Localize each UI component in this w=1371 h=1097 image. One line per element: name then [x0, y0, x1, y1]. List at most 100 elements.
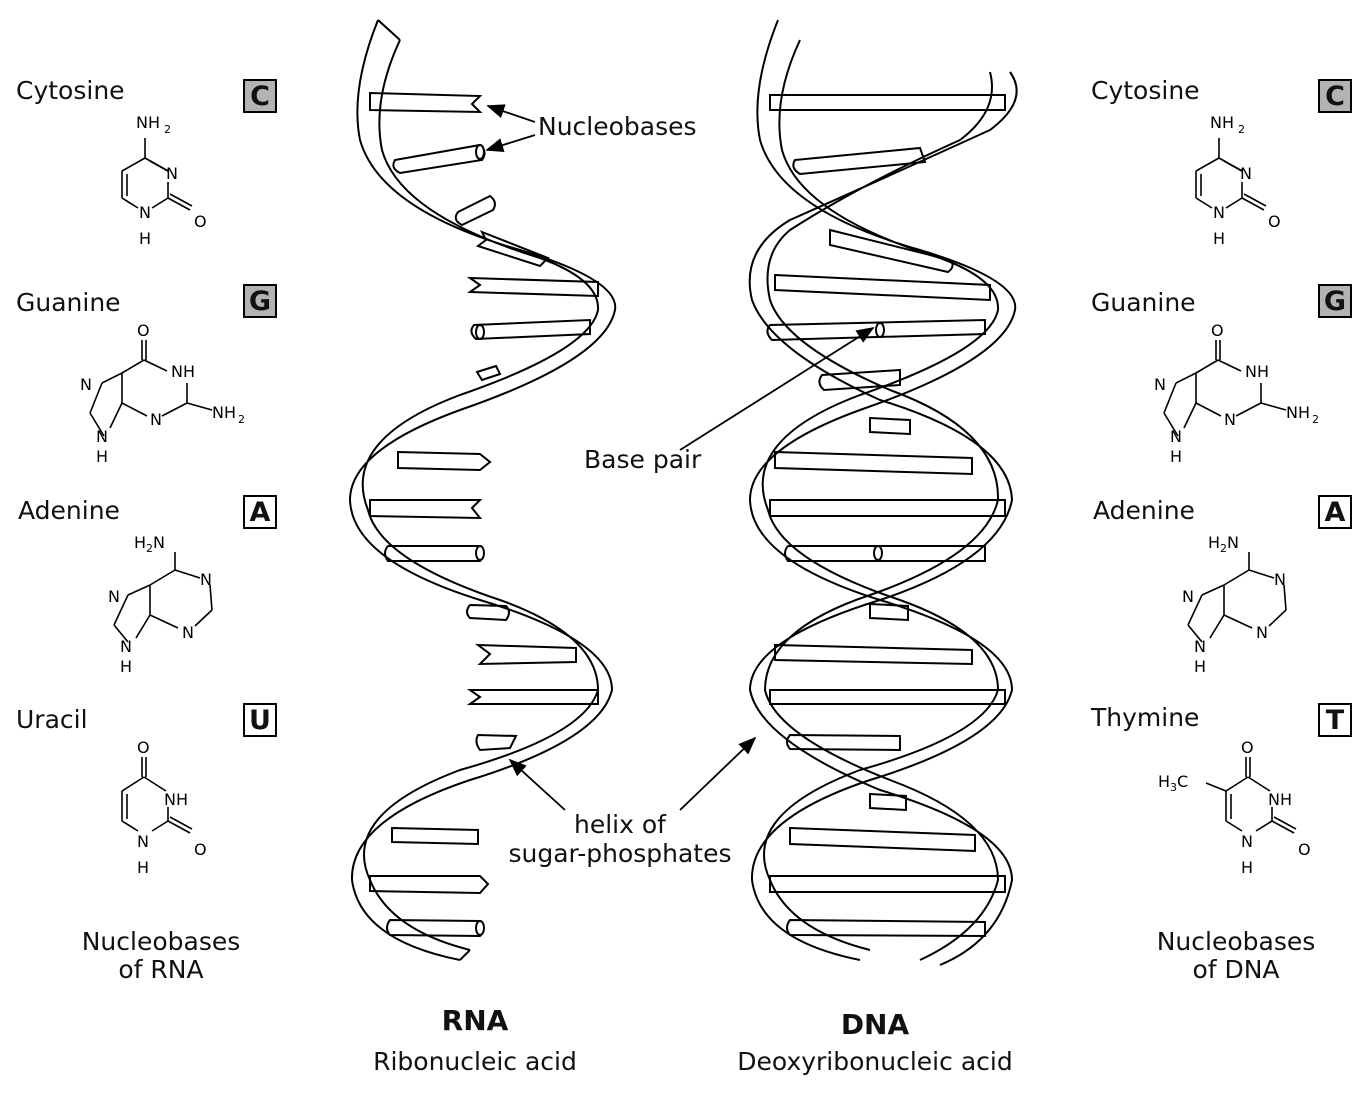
right-cyt-nh2-sub: 2: [1238, 123, 1245, 136]
rna-sugar-phosphate-ribbon: [348, 19, 617, 961]
right-base-name-cytosine: Cytosine: [1091, 76, 1200, 105]
right-gua-h: H: [1170, 447, 1182, 466]
left-base-name-adenine: Adenine: [18, 496, 120, 525]
right-gua-o: O: [1211, 321, 1224, 340]
left-ura-nh: NH: [164, 790, 188, 809]
left-letter-a: A: [249, 496, 271, 528]
right-caption-line1: Nucleobases: [1156, 927, 1316, 956]
left-ura-h: H: [137, 858, 149, 877]
dna-base-pair-rungs: [766, 94, 1006, 938]
right-letter-box-t: T: [1318, 703, 1352, 737]
right-ade-h2n-sub: 2: [1220, 542, 1227, 555]
left-letter-c: C: [250, 80, 270, 112]
left-gua-nh: NH: [171, 362, 195, 381]
base-pair-label: Base pair: [584, 445, 702, 474]
right-cyt-o: O: [1268, 212, 1281, 231]
right-cyt-n1: N: [1213, 203, 1225, 222]
thy-h3c-c: C: [1177, 772, 1188, 791]
left-caption-line1: Nucleobases: [81, 927, 241, 956]
left-caption-line2: of RNA: [118, 955, 204, 984]
nucleobases-arrow-1: [486, 104, 536, 123]
left-uracil-structure: O NH O N H: [121, 738, 207, 877]
right-letter-a: A: [1324, 496, 1346, 528]
right-letter-box-g: G: [1318, 284, 1352, 318]
left-cyt-nh2: NH: [136, 113, 160, 132]
thy-n1: N: [1241, 832, 1253, 851]
nucleobases-label: Nucleobases: [538, 112, 697, 141]
left-letter-box-c: C: [243, 79, 277, 113]
dna-strand-two: [748, 71, 1018, 966]
right-gua-nh2-sub: 2: [1312, 413, 1319, 426]
right-thymine-structure: O H 3 C NH O N H: [1158, 738, 1311, 877]
right-letter-c: C: [1325, 80, 1345, 112]
left-gua-h: H: [96, 447, 108, 466]
left-ade-h2n-n: N: [153, 533, 165, 552]
left-cyt-n: N: [166, 164, 178, 183]
left-adenine-structure: H 2 N N N N N H: [108, 533, 213, 676]
right-gua-n3: N: [1224, 410, 1236, 429]
left-letter-box-u: U: [243, 703, 277, 737]
base-pair-arrow: [679, 327, 875, 451]
rna-nucleobase-rungs: [369, 91, 599, 938]
right-letter-box-a: A: [1318, 495, 1352, 529]
right-ade-h2n-n: N: [1227, 533, 1239, 552]
left-base-name-cytosine: Cytosine: [16, 76, 125, 105]
right-ade-h: H: [1194, 657, 1206, 676]
left-letter-box-a: A: [243, 495, 277, 529]
left-gua-n9: N: [96, 427, 108, 446]
left-ade-h: H: [120, 657, 132, 676]
thy-h3c-h: H: [1158, 772, 1170, 791]
left-ura-o4: O: [137, 738, 150, 757]
helix-label: helix of sugar-phosphates: [500, 810, 740, 868]
left-cyt-h: H: [139, 229, 151, 248]
right-ade-n9: N: [1194, 637, 1206, 656]
left-gua-nh2-sub: 2: [238, 413, 245, 426]
left-letter-g: G: [248, 285, 272, 317]
helix-arrow-rna: [508, 758, 566, 811]
right-base-name-thymine: Thymine: [1091, 703, 1200, 732]
thy-o4: O: [1241, 738, 1254, 757]
right-base-name-guanine: Guanine: [1091, 288, 1196, 317]
left-gua-nh2: NH: [212, 403, 236, 422]
thy-h: H: [1241, 858, 1253, 877]
right-ade-n7: N: [1182, 587, 1194, 606]
right-cyt-n: N: [1240, 164, 1252, 183]
left-ura-o2: O: [194, 840, 207, 859]
right-cytosine-structure: NH 2 N O N H: [1195, 113, 1281, 248]
helix-label-line1: helix of: [574, 810, 666, 839]
left-cyt-o: O: [194, 212, 207, 231]
right-cyt-nh2: NH: [1210, 113, 1234, 132]
thy-nh: NH: [1268, 790, 1292, 809]
thy-h3c-sub: 3: [1170, 781, 1177, 794]
left-cyt-nh2-sub: 2: [164, 123, 171, 136]
left-ade-n9: N: [120, 637, 132, 656]
left-guanine-structure: O NH N N NH 2 N H: [80, 321, 245, 466]
helix-label-line2: sugar-phosphates: [508, 839, 732, 868]
right-guanine-structure: O NH N N NH 2 N H: [1154, 321, 1319, 466]
right-ade-n3: N: [1256, 623, 1268, 642]
right-ade-n1: N: [1274, 570, 1286, 589]
right-gua-n9: N: [1170, 427, 1182, 446]
nucleobases-arrow-2: [485, 134, 536, 153]
right-letter-box-c: C: [1318, 79, 1352, 113]
right-adenine-structure: H 2 N N N N N H: [1182, 533, 1287, 676]
right-base-name-adenine: Adenine: [1093, 496, 1195, 525]
dna-title: DNA: [840, 1008, 910, 1041]
right-caption-line2: of DNA: [1192, 955, 1280, 984]
left-cyt-n1: N: [139, 203, 151, 222]
left-ade-h2n-sub: 2: [146, 542, 153, 555]
helix-arrow-dna: [679, 736, 757, 811]
left-ade-h2n-h: H: [134, 533, 146, 552]
rna-subtitle: Ribonucleic acid: [373, 1047, 577, 1076]
right-letter-t: T: [1325, 704, 1345, 736]
left-ade-n7: N: [108, 587, 120, 606]
dna-subtitle: Deoxyribonucleic acid: [737, 1047, 1013, 1076]
rna-title: RNA: [441, 1004, 509, 1037]
right-caption: Nucleobases of DNA: [1131, 928, 1341, 984]
left-base-name-guanine: Guanine: [16, 288, 121, 317]
left-gua-n7: N: [80, 375, 92, 394]
right-letter-g: G: [1323, 285, 1347, 317]
